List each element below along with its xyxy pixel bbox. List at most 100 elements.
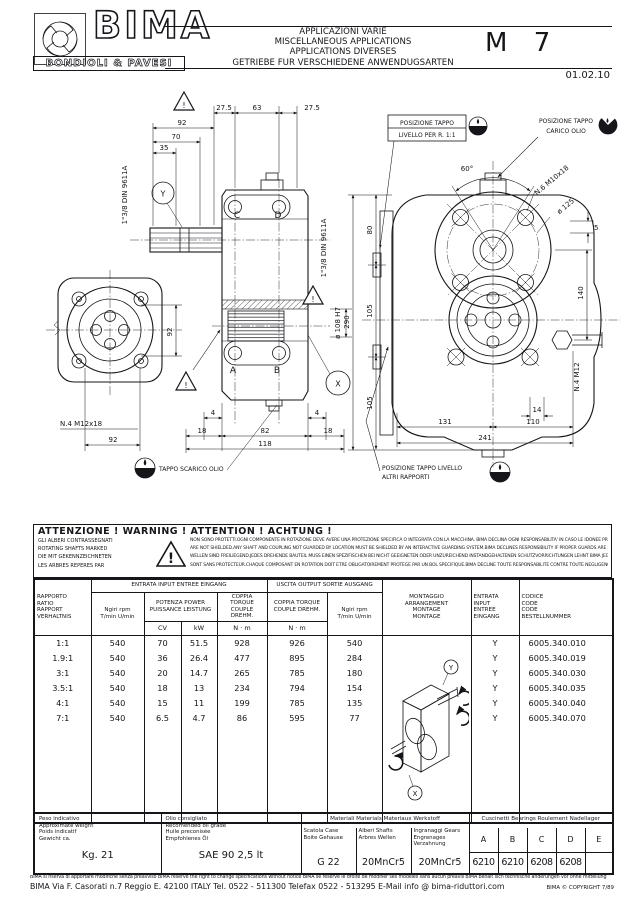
warning-triangle-icon: ! [311,295,314,304]
cell-ratio: 4:1 [33,695,92,711]
dim-18-left: 18 [198,427,207,435]
cell-ratio: 1:1 [33,635,92,651]
cell-input-arrangement: Y [470,710,520,726]
cell-cv: 20 [143,665,182,681]
title-line-fr: APPLICATIONS DIVERSES [289,47,397,58]
m12-stud [551,330,603,350]
bearing-code: 6210 [497,851,528,874]
cell-code: 6005.340.035 [518,680,614,696]
table-row: 7:1 540 6.5 4.7 86 595 77 Y 6005.340.070 [33,710,614,726]
cell-ratio: 7:1 [33,710,92,726]
gears-value: 20MnCr5 [410,852,470,874]
header-cv: CV [143,620,182,636]
cell-nm-out: 595 [266,710,328,726]
dim-105-upper: 105 [366,304,374,317]
cell-nm-out: 785 [266,665,328,681]
level-plug-callout-r11: POSIZIONE TAPPO LIVELLO PER R. 1:1 [379,114,488,249]
mounting-isometric-sketch: Y X [387,659,472,801]
balloon-y-label: Y [160,190,166,199]
header-kw: kW [180,620,218,636]
revision-date: 01.02.10 [565,70,610,81]
weight-value: Kg. 21 [81,850,114,862]
warning-text-it: NON SONO PROTETTI.OGNI COMPONENTE IN ROT… [190,538,608,543]
header-output-torque: COPPIA TORQUE COUPLE DREHM. [266,591,328,622]
rear-view-gearbox [372,172,603,458]
cell-cv: 36 [143,650,182,666]
cell-code: 6005.340.040 [518,695,614,711]
side-view-dimensions: 27.5 63 27.5 92 70 35 1"3/8 DIN 9611A 1"… [121,104,352,453]
title-line-it: APPLICAZIONI VARIE [299,27,387,37]
footer-address: BIMA Via F. Casorati n.7 Reggio E. 42100… [30,882,505,891]
dim-105-lower: 105 [366,396,374,409]
warning-right-column: NON SONO PROTETTI.OGNI COMPONENTE IN ROT… [190,537,608,570]
mount-x-label: X [412,790,417,798]
cell-rpm-out: 540 [326,635,383,651]
header-output-group: USCITA OUTPUT SORTIE AUSGANG [266,578,383,593]
header-power: POTENZA POWER PUISSANCE LEISTUNG [143,591,218,622]
applications-title: APPLICAZIONI VARIE MISCELLANEOUS APPLICA… [203,27,483,68]
cell-kw: 4.7 [180,710,218,726]
case-value: G 22 [300,852,357,874]
top-bolt-spec: N.6 M10x18 [533,164,570,197]
warning-left-en: ROTATING SHAFTS MARKED [38,546,108,553]
view-callouts: Y X C D A B [151,181,351,396]
level-plug-label-line2: LIVELLO PER R. 1:1 [398,132,455,139]
dim-131: 131 [438,418,451,426]
cell-input-arrangement: Y [470,650,520,666]
dim-4-right: 4 [315,409,320,417]
cell-input-arrangement: Y [470,635,520,651]
weight-block: Peso indicativo Approximate weight Poids… [33,812,162,874]
dim-18-right: 18 [324,427,333,435]
cell-input-arrangement: Y [470,665,520,681]
spline-spec-output: 1"3/8 DIN 9611A [320,218,328,277]
table-row: 3:1 540 20 14.7 265 785 180 Y 6005.340.0… [33,665,614,681]
page-header: BIMA BONDIOLI & PAVESI APPLICAZIONI VARI… [33,3,612,81]
dim-110: 110 [526,418,539,426]
cell-input-arrangement: Y [470,680,520,696]
brand-title: BIMA [92,3,213,48]
header-mounting: MONTAGGIO ARRANGEMENT MONTAGE MONTAGE [381,578,472,636]
model-code: M 7 [485,28,560,58]
level-plug-label-line1: POSIZIONE TAPPO [400,120,454,127]
cell-rpm-out: 77 [326,710,383,726]
dim-70: 70 [172,133,181,141]
cell-code: 6005.340.019 [518,650,614,666]
materials-title: Materiali Materials Materiaux Werkstoff [300,812,470,828]
stud-spec-m12: N.4 M12 [573,362,581,391]
header-input-torque: COPPIA TORQUE COUPLE DREHM. [216,591,268,622]
cell-ratio: 3.5:1 [33,680,92,696]
dim-5: 5 [594,224,598,232]
oil-label: Olio consigliato Recomended oil grade Hu… [165,816,227,842]
cell-nm-in: 234 [216,680,268,696]
header-input-side: ENTRATA INPUT ENTREE EINGANG [470,578,520,636]
shaft-d-label: D [275,211,282,221]
weight-label: Peso indicativo Approximate weight Poids… [39,816,94,842]
cell-rpm-in: 540 [90,710,145,726]
fill-plug-callout: POSIZIONE TAPPO CARICO OLIO [497,114,618,178]
bearing-code: 6210 [468,851,499,874]
drain-plug-callout: TAPPO SCARICO OLIO [134,404,278,479]
bearing-pos: C [526,828,557,853]
dim-35: 35 [160,144,169,152]
header-nm-in: N · m [216,620,268,636]
shafts-label: Alberi Shafts Arbres Wellen [355,828,412,852]
cell-ratio: 3:1 [33,665,92,681]
level-plug-callout-other-ratios: POSIZIONE TAPPO LIVELLO ALTRI RAPPORTI [365,346,511,483]
cell-code: 6005.340.030 [518,665,614,681]
shafts-value: 20MnCr5 [355,852,412,874]
header-input-rpm: Ngiri rpm T/min U/min [90,591,145,636]
warning-text-fr: SONT SANS PROTECTEUR.CHAQUE COMPOSANT EN… [190,562,608,568]
general-info-table: Peso indicativo Approximate weight Poids… [33,812,615,875]
table-filler-row [33,725,614,823]
safety-warning-box: ATTENZIONE ! WARNING ! ATTENTION ! ACHTU… [33,524,612,578]
cell-kw: 13 [180,680,218,696]
cell-cv: 70 [143,635,182,651]
cell-nm-out: 785 [266,695,328,711]
flange-dimensions: 92 92 N.4 M12x18 [60,304,182,451]
bearing-pos: E [584,828,614,853]
warning-left-column: GLI ALBERI CONTRASSEGNATI ROTATING SHAFT… [38,537,156,570]
other-ratio-level-label-line2: ALTRI RAPPORTI [382,474,430,481]
warning-triangles: ! ! ! [173,91,324,391]
cell-input-arrangement: Y [470,695,520,711]
warning-left-it: GLI ALBERI CONTRASSEGNATI [38,538,113,544]
